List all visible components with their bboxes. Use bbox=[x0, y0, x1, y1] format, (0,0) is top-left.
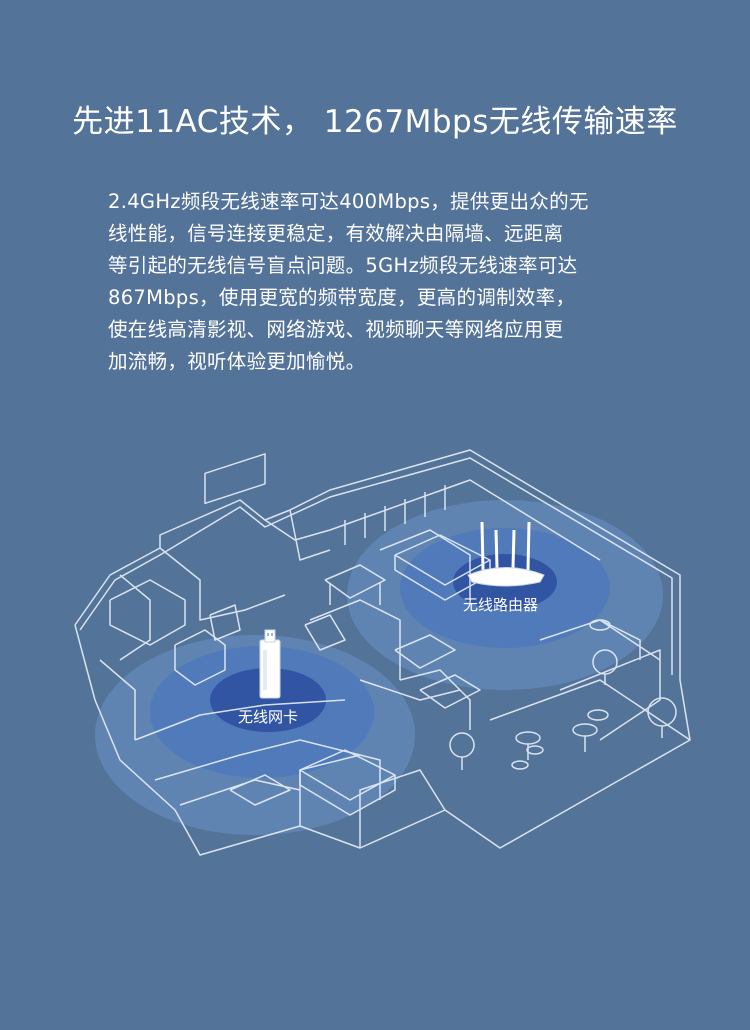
description-text: 2.4GHz频段无线速率可达400Mbps，提供更出众的无 线性能，信号连接更稳… bbox=[108, 190, 589, 373]
router-icon bbox=[467, 521, 545, 587]
headline: 先进11AC技术， 1267Mbps无线传输速率 bbox=[72, 104, 678, 140]
usb-adapter-icon bbox=[259, 629, 281, 699]
router-label: 无线路由器 bbox=[463, 596, 539, 614]
floorplan-walls bbox=[74, 449, 691, 856]
adapter-label: 无线网卡 bbox=[238, 708, 299, 726]
floorplan-illustration bbox=[74, 449, 691, 856]
